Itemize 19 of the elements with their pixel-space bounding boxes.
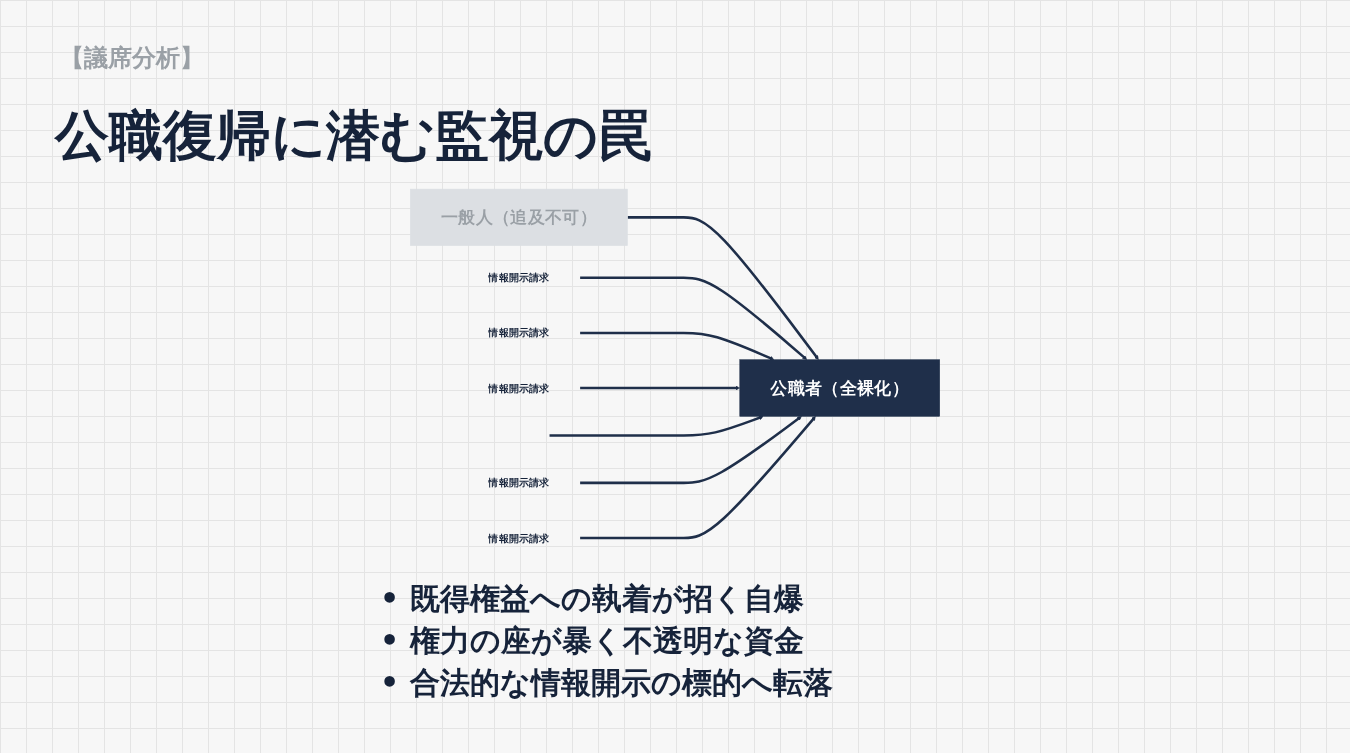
title: 公職復帰に潜む監視の罠 (55, 103, 652, 169)
node-box: 公職者（全裸化） (739, 359, 940, 417)
arrow (627, 216, 819, 360)
bullet-point: • 権力の座が暴く不透明な資金 (380, 622, 805, 660)
node-text: 情報開示請求 (488, 476, 550, 489)
arrow (580, 331, 775, 361)
arrow (580, 385, 740, 391)
arrow (580, 276, 808, 360)
node-text: 情報開示請求 (488, 531, 550, 545)
node-text: 情報開示請求 (488, 271, 550, 284)
bullet-point: • 合法的な情報開示の標的へ転落 (380, 664, 833, 702)
section-tag: 【議席分析】 (60, 42, 204, 74)
node-text: 情報開示請求 (488, 326, 550, 340)
node-text: 情報開示請求 (488, 381, 550, 395)
arrow (549, 415, 764, 437)
arrow (580, 416, 802, 485)
arrow (580, 416, 816, 540)
node-box: 一般人（追及不可） (410, 188, 628, 246)
bullet-point: • 既得権益への執着が招く自爆 (380, 580, 805, 618)
